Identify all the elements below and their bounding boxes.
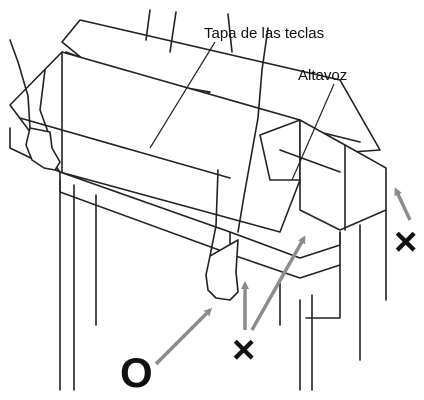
speaker-label: Altavoz xyxy=(298,67,348,84)
key-cover-label: Tapa de las teclas xyxy=(204,25,325,42)
wrong-mark-right: × xyxy=(394,220,418,264)
speaker-leader-line xyxy=(291,83,335,181)
key-cover-leader-line xyxy=(149,41,216,149)
wrong-lift-arrow-3 xyxy=(394,187,412,221)
correct-lift-arrow xyxy=(154,307,213,366)
wrong-lift-arrow-2 xyxy=(250,235,306,331)
piano-drawing xyxy=(9,9,387,391)
correct-mark: O xyxy=(120,349,153,396)
wrong-mark-bottom: × xyxy=(232,328,256,372)
